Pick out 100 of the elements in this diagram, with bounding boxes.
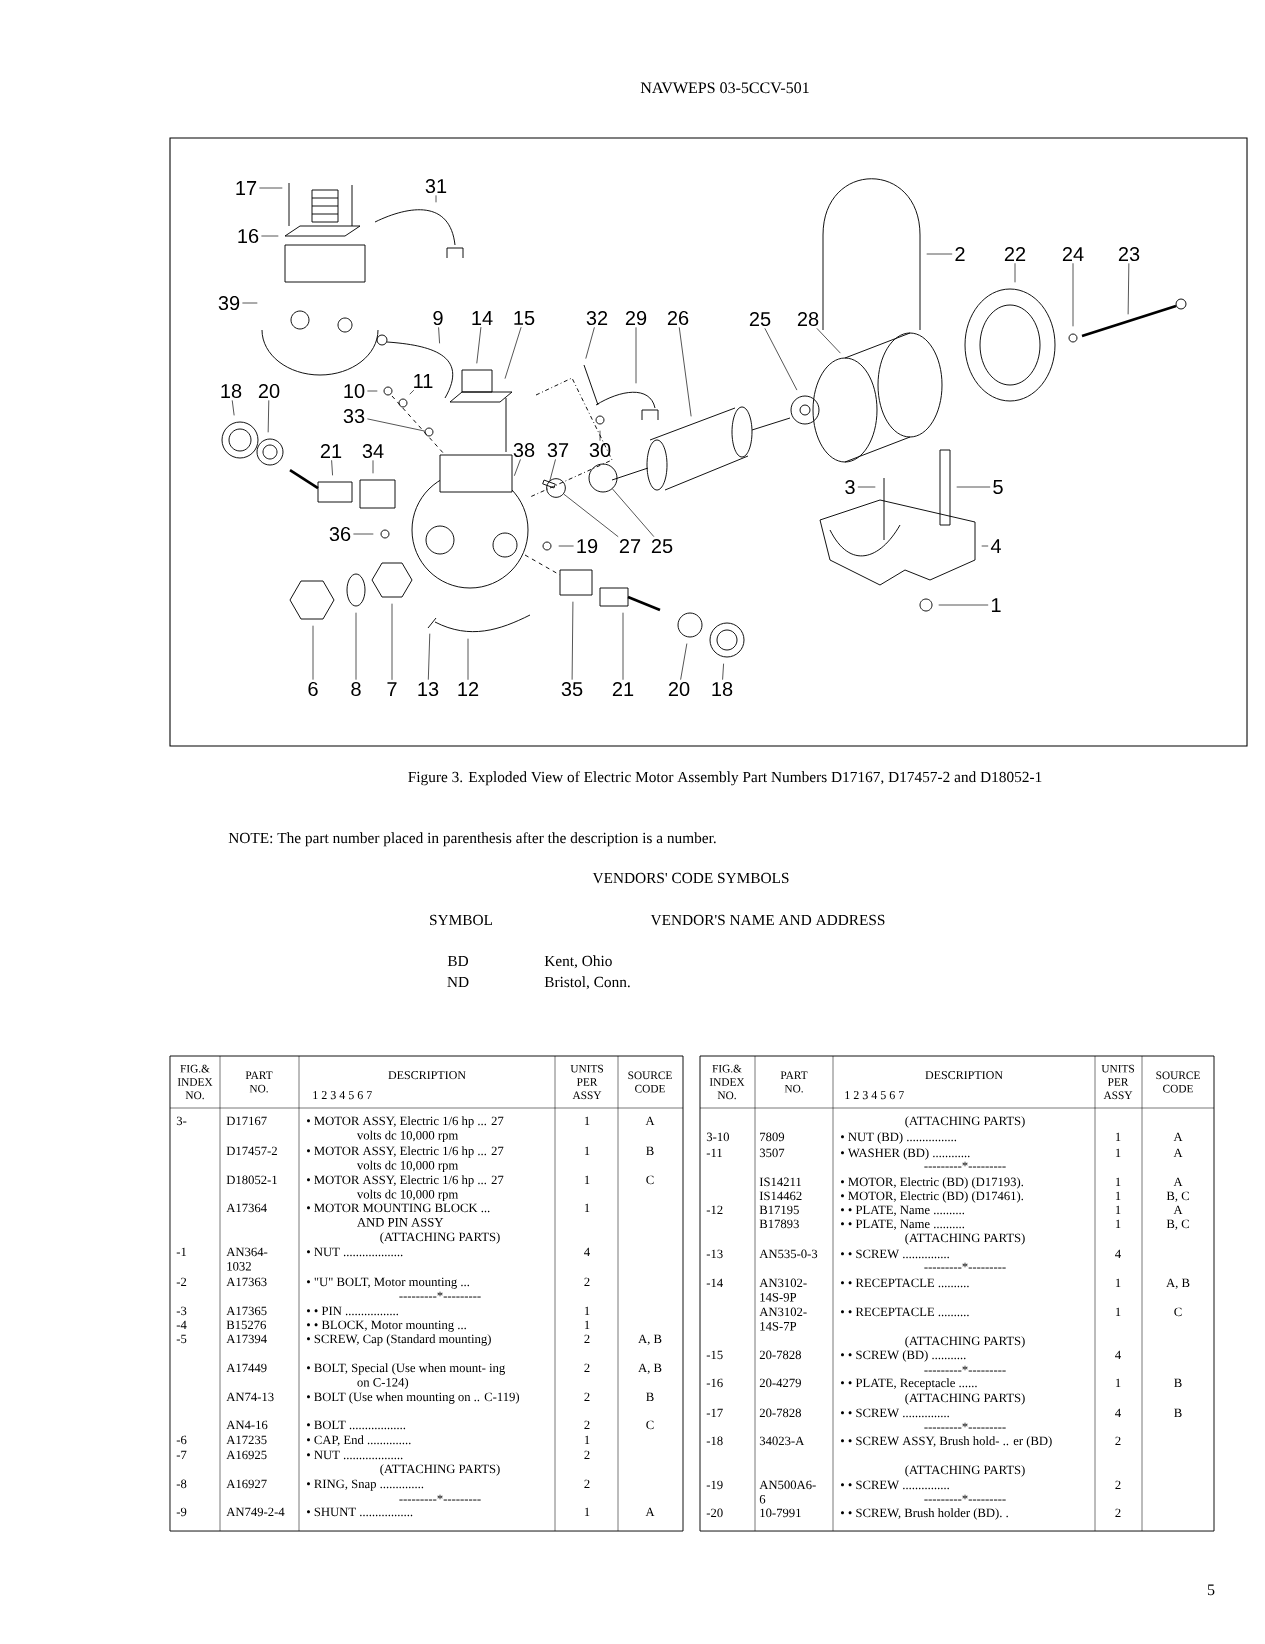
page-number: 5 — [1207, 1584, 1215, 1596]
callout-number: 15 — [514, 311, 535, 325]
leader-line — [764, 328, 798, 391]
callout-number: 20 — [668, 681, 690, 697]
leader-line — [635, 327, 637, 384]
leader-line — [367, 390, 378, 392]
part-description: • RING, Snap .............. — [307, 1479, 424, 1491]
callout-number: 12 — [458, 682, 479, 696]
part-number: A17449 — [226, 1363, 267, 1373]
part-number: AN364- 1032 — [226, 1247, 268, 1271]
part-number: D17167 — [226, 1116, 267, 1126]
note-text: NOTE: The part number placed in parenthesis after the description is a number. — [228, 832, 716, 847]
source-code: C — [646, 1175, 654, 1185]
source-code: C — [1174, 1307, 1182, 1317]
callout-number: 25 — [749, 311, 771, 327]
part-number: 10-7991 — [760, 1508, 801, 1518]
source-code: B, C — [1166, 1191, 1189, 1202]
vendor-address: Bristol, Conn. — [544, 976, 630, 990]
quantity: 1 — [584, 1507, 590, 1516]
quantity: 4 — [1115, 1408, 1121, 1417]
vendor-address: Kent, Ohio — [544, 955, 612, 969]
index-number: -5 — [176, 1334, 187, 1344]
index-number: -14 — [706, 1278, 723, 1287]
quantity: 2 — [584, 1392, 590, 1401]
part-number: D18052-1 — [226, 1175, 277, 1185]
quantity: 2 — [1115, 1480, 1121, 1489]
quantity: 1 — [1115, 1219, 1121, 1228]
part-description: • • RECEPTACLE .......... — [841, 1307, 969, 1317]
part-description: • BOLT, Special (Use when mount- ing on C-124) — [307, 1363, 505, 1390]
callout-number: 16 — [238, 228, 259, 244]
index-number: -20 — [706, 1508, 723, 1518]
attaching-parts-note: (ATTACHING PARTS) — [905, 1393, 1025, 1405]
quantity: 2 — [584, 1334, 590, 1343]
callout-number: 30 — [589, 442, 611, 458]
index-number: -17 — [706, 1408, 723, 1417]
part-number: AN74-13 — [226, 1392, 274, 1402]
leader-line — [1072, 262, 1074, 327]
quantity: 1 — [1115, 1177, 1121, 1186]
part-description: • • SCREW ............... — [841, 1249, 949, 1259]
column-heading: DESCRIPTION — [388, 1071, 466, 1080]
index-number: -7 — [176, 1450, 187, 1459]
leader-line — [857, 486, 876, 488]
quantity: 1 — [1115, 1205, 1121, 1214]
index-number: -15 — [706, 1350, 723, 1360]
index-number: -2 — [176, 1277, 187, 1286]
callout-number: 35 — [561, 681, 583, 697]
leader-line — [353, 533, 374, 535]
section-heading: VENDORS' CODE SYMBOLS — [592, 872, 789, 884]
index-number: -6 — [176, 1435, 187, 1445]
part-description: • • RECEPTACLE .......... — [841, 1278, 969, 1288]
leader-line — [438, 327, 440, 344]
callout-number: 20 — [258, 383, 280, 399]
part-description: • MOTOR ASSY, Electric 1/6 hp ... 27 volts dc 10,000 rpm — [307, 1146, 504, 1173]
leader-line — [242, 302, 258, 304]
callout-number: 9 — [433, 310, 443, 326]
part-washer — [546, 478, 566, 498]
quantity: 1 — [584, 1203, 590, 1212]
callout-number: 26 — [667, 310, 689, 326]
part-number: 20-4279 — [759, 1378, 801, 1388]
quantity: 2 — [1115, 1436, 1121, 1445]
quantity: 1 — [1115, 1132, 1121, 1141]
column-heading: PART NO. — [245, 1071, 273, 1093]
leader-line — [267, 400, 270, 433]
leader-line — [372, 460, 374, 474]
separator-text: ---------*--------- — [924, 1262, 1006, 1269]
leader-line — [1014, 262, 1016, 283]
callout-number: 7 — [387, 682, 397, 696]
part-number: AN749-2-4 — [226, 1507, 285, 1517]
part-description: • • PLATE, Name .......... — [841, 1219, 965, 1230]
quantity: 1 — [1115, 1148, 1121, 1157]
attaching-parts-note: (ATTACHING PARTS) — [905, 1465, 1025, 1477]
source-code: A — [1173, 1148, 1183, 1157]
leader-line — [612, 488, 655, 537]
vendor-symbol: BD — [447, 955, 469, 967]
page-header: NAVWEPS 03-5CCV-501 — [640, 82, 809, 94]
part-pin — [542, 479, 556, 489]
part-description: • • PIN ................. — [307, 1306, 399, 1316]
quantity: 2 — [584, 1450, 590, 1459]
source-code: B — [1174, 1378, 1182, 1388]
callout-number: 18 — [712, 681, 733, 697]
part-number: AN4-16 — [226, 1420, 268, 1430]
quantity: 2 — [584, 1479, 590, 1488]
part-description: • • SCREW ASSY, Brush hold- .. er (BD) — [841, 1436, 1052, 1448]
leader-line — [504, 326, 522, 379]
part-description: • • SCREW ............... — [841, 1480, 949, 1490]
part-description: • BOLT (Use when mounting on .. C-119) — [307, 1392, 520, 1404]
quantity: 2 — [1115, 1508, 1121, 1517]
part-number: AN3102- 14S-9P — [759, 1278, 807, 1302]
column-heading: SYMBOL — [430, 914, 493, 926]
part-description: • • PLATE, Receptacle ...... — [841, 1378, 977, 1390]
callout-number: 25 — [651, 538, 673, 554]
callout-number: 36 — [329, 526, 351, 542]
index-number: -18 — [706, 1436, 723, 1446]
part-description: • MOTOR ASSY, Electric 1/6 hp ... 27 volts dc 10,000 rpm — [307, 1175, 504, 1202]
separator-text: ---------*--------- — [399, 1291, 481, 1298]
callout-number: 22 — [1004, 247, 1026, 261]
column-heading: VENDOR'S NAME AND ADDRESS — [650, 914, 885, 926]
separator-text: ---------*--------- — [924, 1494, 1006, 1501]
index-number: -3 — [176, 1306, 187, 1316]
part-number: A17365 — [226, 1306, 267, 1316]
